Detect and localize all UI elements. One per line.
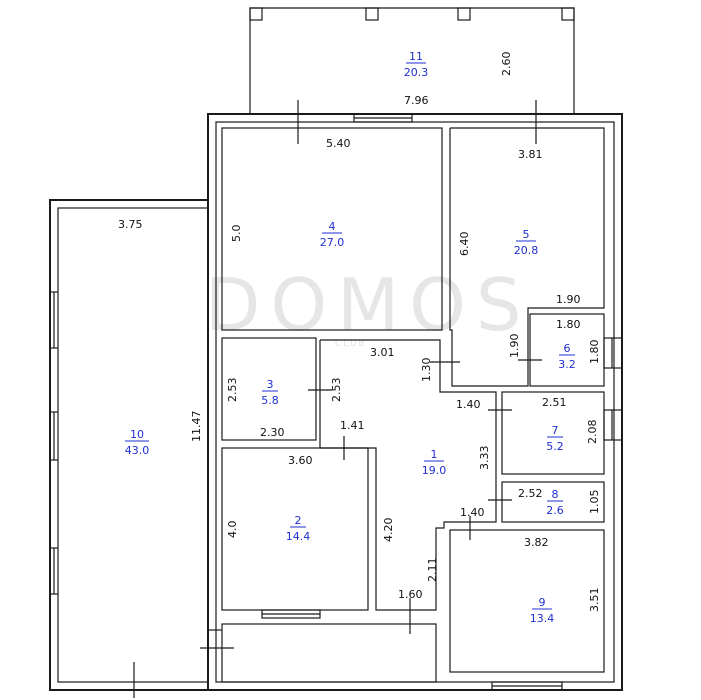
dim-room2-width: 3.60 xyxy=(288,454,313,467)
room-label-10: 10 43.0 xyxy=(125,428,150,457)
dim-hall-height: 3.33 xyxy=(478,446,491,471)
dim-hall-width-left: 1.41 xyxy=(340,419,365,432)
room-4-outline xyxy=(221,127,443,331)
room-area: 2.6 xyxy=(546,504,564,517)
room-number: 4 xyxy=(329,220,336,233)
dim-room3-height-left: 2.53 xyxy=(226,378,239,403)
room-number: 10 xyxy=(130,428,144,441)
dim-room5-step: 1.90 xyxy=(556,293,581,306)
dim-hall-lower-height: 4.20 xyxy=(382,518,395,543)
terrace-room-11 xyxy=(249,7,575,114)
room-label-5: 5 20.8 xyxy=(514,228,539,257)
room-number: 8 xyxy=(552,488,559,501)
dim-room2-height: 4.0 xyxy=(226,521,239,539)
dim-room5-step-height: 1.90 xyxy=(508,334,521,359)
room-label-2: 2 14.4 xyxy=(286,514,311,543)
room-number: 5 xyxy=(523,228,530,241)
room-8-outline xyxy=(501,481,605,523)
room-label-3: 3 5.8 xyxy=(261,378,279,407)
room-number: 6 xyxy=(564,342,571,355)
dim-terrace-height: 2.60 xyxy=(500,52,513,77)
dim-room6-height: 1.80 xyxy=(588,340,601,365)
room-area: 5.8 xyxy=(261,394,279,407)
room-3-outline xyxy=(221,337,317,441)
room-area: 43.0 xyxy=(125,444,150,457)
dim-room5-height: 6.40 xyxy=(458,232,471,257)
dim-room8-width: 2.52 xyxy=(518,487,543,500)
room-number: 9 xyxy=(539,596,546,609)
watermark-brand: DOMOS xyxy=(205,263,532,347)
dim-hall-width-right: 1.40 xyxy=(460,506,485,519)
dim-terrace-width: 7.96 xyxy=(404,94,429,107)
room-label-8: 8 2.6 xyxy=(546,488,564,517)
dim-room10-height: 11.47 xyxy=(190,411,203,443)
room-label-9: 9 13.4 xyxy=(530,596,555,625)
room-area: 14.4 xyxy=(286,530,311,543)
corridor-outline xyxy=(221,623,437,683)
room-number: 11 xyxy=(409,50,423,63)
dimension-labels: 2.60 7.96 5.40 5.0 3.81 6.40 1.90 1.90 1… xyxy=(118,52,601,613)
room-9-outline xyxy=(449,529,605,673)
room-area: 3.2 xyxy=(558,358,576,371)
room-label-6: 6 3.2 xyxy=(558,342,576,371)
dim-room3-height-right: 2.53 xyxy=(330,378,343,403)
dim-hall-lower-width: 1.60 xyxy=(398,588,423,601)
dim-room8-height: 1.05 xyxy=(588,490,601,515)
room-area: 20.3 xyxy=(404,66,429,79)
room-number: 3 xyxy=(267,378,274,391)
room-area: 13.4 xyxy=(530,612,555,625)
dim-room7-width: 2.51 xyxy=(542,396,567,409)
dim-room5-width: 3.81 xyxy=(518,148,543,161)
room-area: 20.8 xyxy=(514,244,539,257)
dim-room3-width: 2.30 xyxy=(260,426,285,439)
room-label-7: 7 5.2 xyxy=(546,424,564,453)
room-5-outline xyxy=(449,127,605,387)
room-area: 5.2 xyxy=(546,440,564,453)
dim-room7-height: 2.08 xyxy=(586,420,599,445)
room-number: 1 xyxy=(431,448,438,461)
watermark-sub: CLUB xyxy=(335,339,367,349)
dim-room4-height: 5.0 xyxy=(230,225,243,243)
room-label-11: 11 20.3 xyxy=(404,50,429,79)
dim-room9-height: 3.51 xyxy=(588,588,601,613)
room-label-1: 1 19.0 xyxy=(422,448,447,477)
dim-room6-width: 1.80 xyxy=(556,318,581,331)
dim-room9-width: 3.82 xyxy=(524,536,549,549)
dim-hall-lower-height-2: 2.11 xyxy=(426,558,439,583)
room-area: 19.0 xyxy=(422,464,447,477)
room-area: 27.0 xyxy=(320,236,345,249)
windows xyxy=(261,113,623,691)
room-number: 2 xyxy=(295,514,302,527)
dim-hall-step-height: 1.30 xyxy=(420,358,433,383)
room-number: 7 xyxy=(552,424,559,437)
room-2-outline xyxy=(221,447,369,611)
room-label-4: 4 27.0 xyxy=(320,220,345,249)
dim-room4-width: 5.40 xyxy=(326,137,351,150)
dim-hall-step-width: 1.40 xyxy=(456,398,481,411)
dim-room10-width: 3.75 xyxy=(118,218,143,231)
room-1-outline xyxy=(319,339,497,611)
dim-hall-top: 3.01 xyxy=(370,346,395,359)
door-marks xyxy=(200,100,542,649)
